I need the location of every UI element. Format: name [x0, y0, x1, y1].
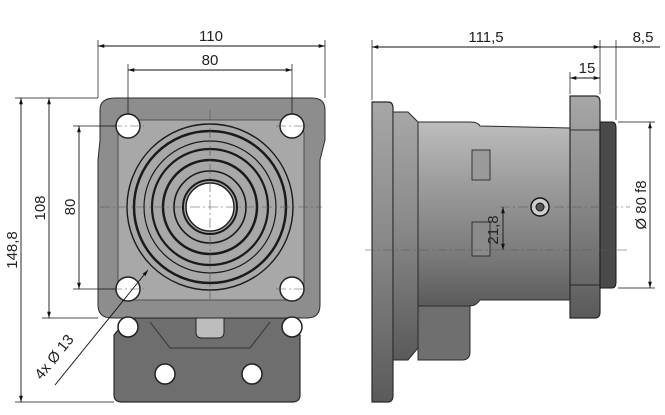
dim-8-5-label: 8,5: [633, 29, 654, 46]
hole-callout-label: 4x Ø 13: [31, 331, 77, 383]
dim-108-label: 108: [32, 195, 49, 220]
dim-148-label: 148,8: [4, 231, 21, 269]
side-mount-flange: [371, 101, 394, 403]
dim-15-label: 15: [579, 60, 596, 77]
side-lower-body: [417, 305, 471, 361]
front-view: [97, 97, 326, 403]
hole-leader-line: [54, 269, 149, 386]
side-transition: [392, 111, 419, 361]
dim-80f8-label: Ø 80 f8: [633, 180, 650, 229]
dim-80h-label: 80: [202, 52, 219, 69]
side-dimensions: 111,5 8,5 15 Ø 80 f8 21,8: [371, 29, 660, 289]
dim-111-label: 111,5: [468, 29, 503, 46]
plate-hole-lower-left: [154, 363, 176, 385]
plate-hole-upper-right: [281, 316, 303, 338]
shaft-collar: [182, 179, 238, 235]
drive-tab: [195, 317, 225, 339]
side-view: [365, 95, 630, 403]
side-pad-lower: [471, 221, 491, 257]
side-pilot: [599, 121, 617, 289]
dim-110-label: 110: [199, 28, 223, 45]
plate-hole-upper-left: [117, 316, 139, 338]
side-main-body: [417, 121, 571, 307]
side-pad-upper: [471, 149, 491, 181]
dim-80v-label: 80: [62, 199, 79, 216]
plate-hole-lower-right: [241, 363, 263, 385]
lower-channel: [149, 321, 271, 349]
dim-21-label: 21,8: [485, 215, 502, 244]
